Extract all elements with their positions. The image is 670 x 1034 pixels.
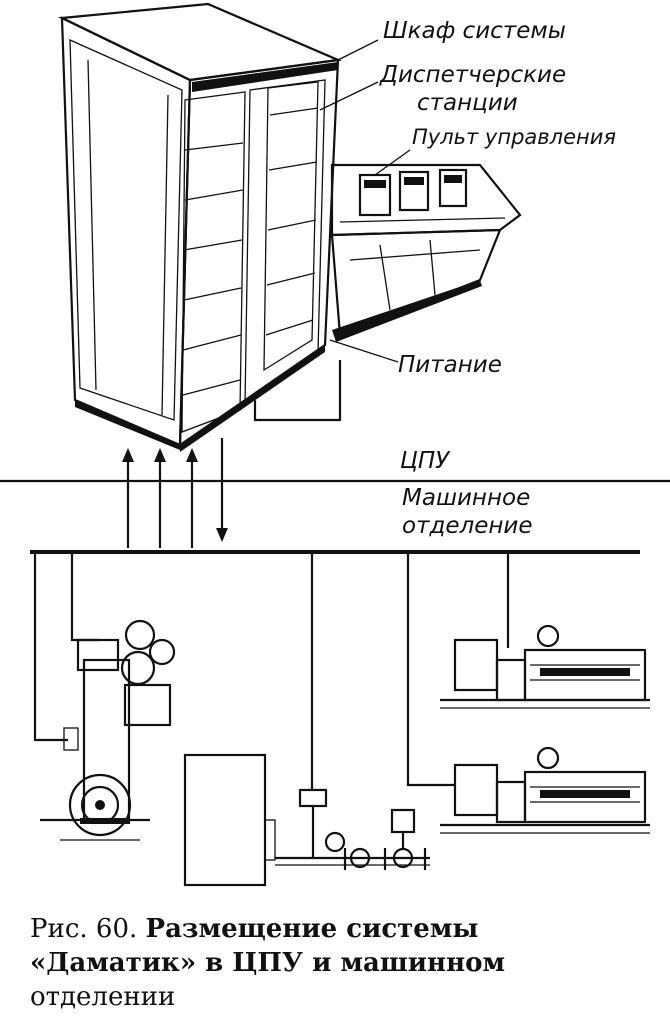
signal-arrows: [122, 438, 228, 548]
system-layout-diagram: Шкаф системы Диспетчерские станции Пульт…: [0, 2, 670, 887]
main-engine: [40, 619, 176, 841]
label-stations-1: Диспетчерские: [379, 62, 566, 88]
figure-caption: Рис. 60. Размещение системы «Даматик» в …: [30, 912, 650, 1014]
caption-line-3: отделении: [30, 982, 176, 1012]
caption-line-1: Размещение системы: [145, 914, 479, 944]
label-cabinet: Шкаф системы: [383, 18, 566, 44]
system-cabinet: [57, 2, 343, 452]
caption-number: Рис. 60.: [30, 914, 138, 944]
label-engine-room-2: отделение: [402, 513, 533, 539]
leader-lines: [319, 39, 411, 363]
label-power: Питание: [398, 352, 502, 378]
label-stations-2: станции: [417, 90, 518, 116]
bus-drops: [33, 552, 510, 790]
tank-and-valves: [183, 753, 430, 887]
label-engine-room-1: Машинное: [402, 485, 530, 511]
control-console: [330, 163, 522, 342]
generator-set-1: [440, 624, 650, 709]
label-cpu: ЦПУ: [400, 448, 451, 474]
label-console: Пульт управления: [412, 125, 616, 149]
caption-line-2: «Даматик» в ЦПУ и машинном: [30, 948, 506, 978]
power-feed: [253, 360, 342, 422]
generator-set-2: [440, 746, 650, 834]
